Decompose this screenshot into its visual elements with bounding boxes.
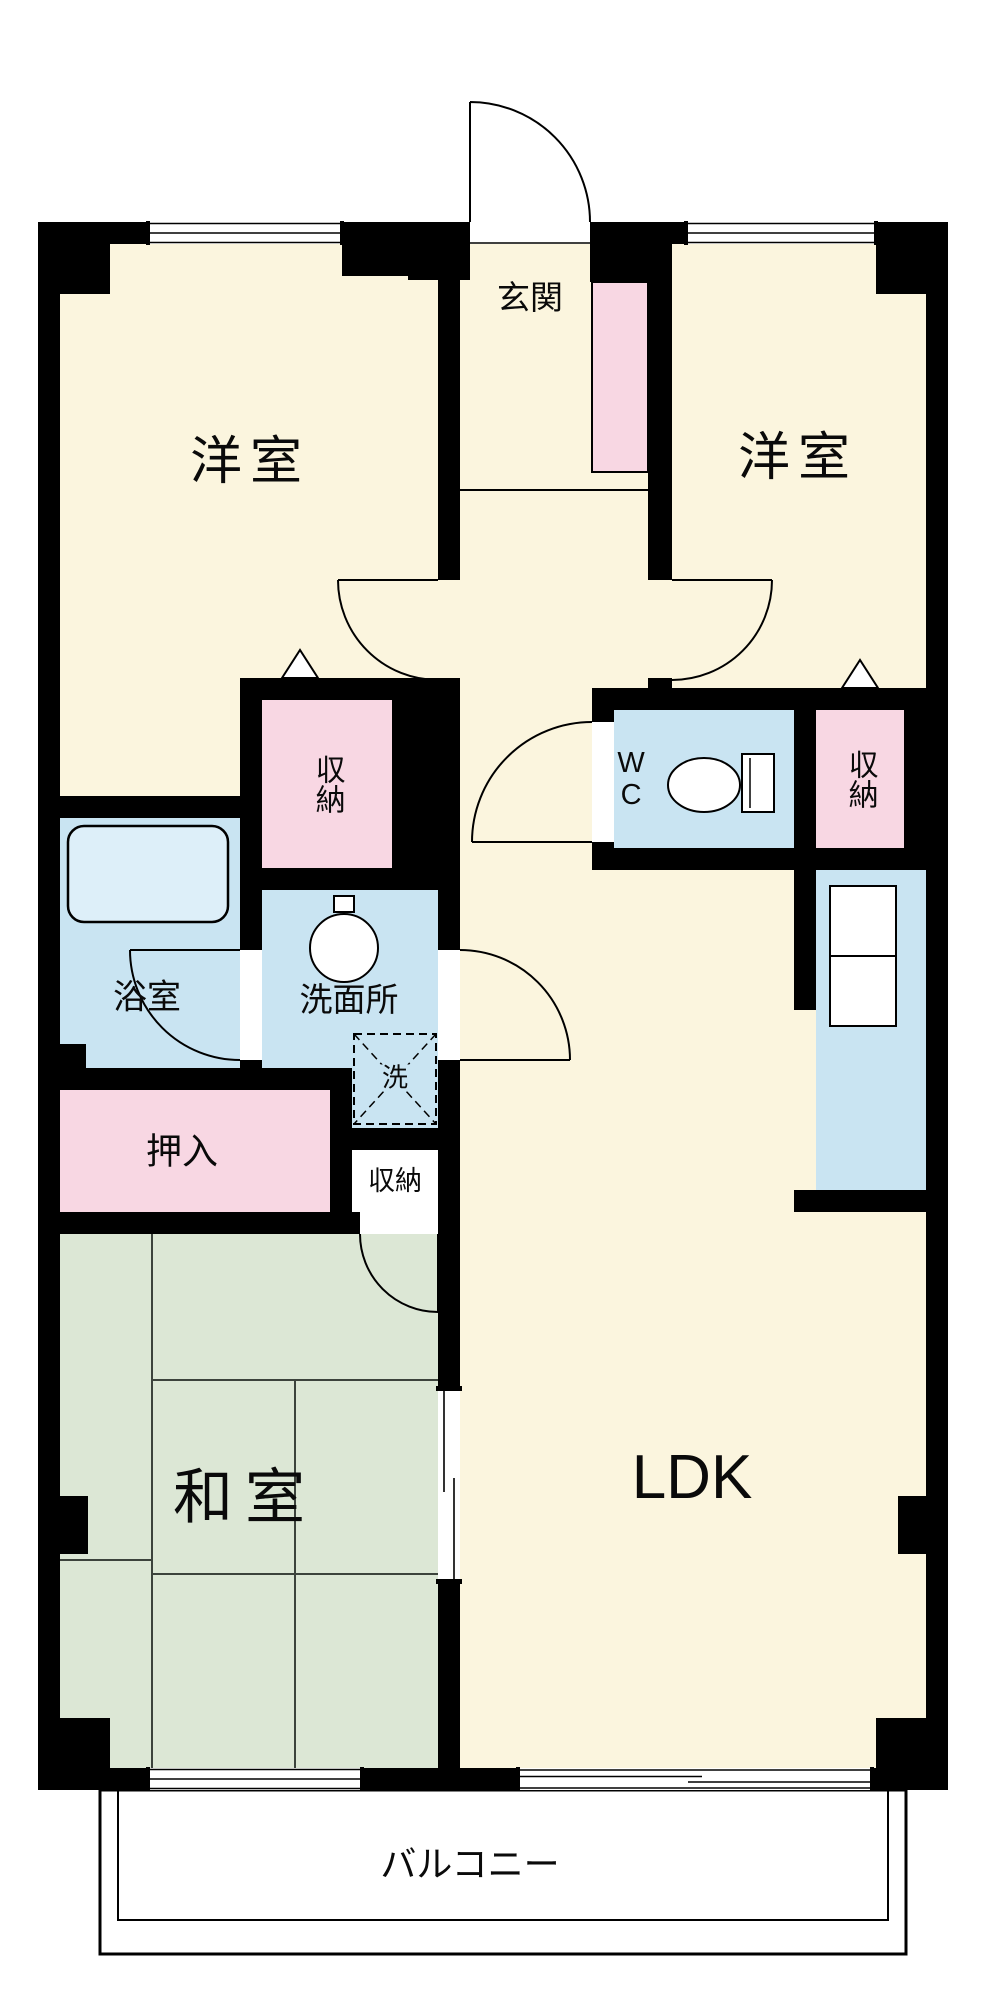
pillars bbox=[38, 222, 948, 1790]
door-arc-wc bbox=[471, 721, 593, 843]
window-top-right bbox=[684, 221, 878, 245]
door-arc-washitsu bbox=[359, 1233, 439, 1313]
room-shunou-right bbox=[816, 710, 904, 848]
wc-door-opening bbox=[592, 722, 614, 842]
fold-mark-shunou-left bbox=[280, 648, 320, 679]
balcony-sliding-door bbox=[516, 1767, 874, 1791]
label-yokushitsu: 浴室 bbox=[113, 978, 181, 1017]
sliding-door-washitsu-ldk bbox=[436, 1386, 462, 1584]
label-washitsu: 和室 bbox=[173, 1463, 317, 1531]
room-washitsu bbox=[60, 1234, 438, 1768]
fixtures bbox=[66, 753, 897, 1125]
door-arc-yokushitsu bbox=[129, 949, 241, 1061]
door-arcs bbox=[129, 101, 773, 1313]
shoe-cabinet bbox=[591, 281, 649, 473]
label-ldk: LDK bbox=[631, 1442, 753, 1512]
room-shunou-small bbox=[352, 1150, 438, 1212]
washroom-door-opening bbox=[438, 950, 460, 1060]
label-genkan: 玄関 bbox=[497, 278, 563, 316]
room-shunou-left bbox=[262, 700, 392, 868]
closet-door-marks bbox=[280, 648, 880, 689]
label-laundry: 洗 bbox=[378, 1064, 412, 1092]
label-yoshitsu-left: 洋室 bbox=[189, 432, 311, 491]
label-wc: WC bbox=[615, 747, 648, 811]
label-shunou-left: 収納 bbox=[310, 754, 344, 814]
washer-icon bbox=[353, 1033, 437, 1125]
bath-door-opening bbox=[240, 950, 262, 1060]
label-shunou-right: 収納 bbox=[843, 749, 877, 809]
sink-icon bbox=[309, 895, 379, 983]
wall-openings bbox=[146, 221, 878, 1791]
window-bottom-washitsu bbox=[146, 1767, 364, 1791]
kitchen-counter-icon bbox=[829, 885, 897, 1027]
interior-walls bbox=[38, 244, 926, 1768]
room-oshiire bbox=[60, 1090, 330, 1212]
label-oshiire: 押入 bbox=[145, 1130, 219, 1172]
balcony-outline bbox=[98, 1788, 908, 1956]
bathtub-icon bbox=[66, 824, 230, 924]
label-shunou-small: 収納 bbox=[368, 1165, 422, 1196]
entrance-opening bbox=[470, 222, 590, 244]
label-senmenjo: 洗面所 bbox=[299, 980, 399, 1018]
door-arc-senmenjo bbox=[459, 949, 571, 1061]
door-arc-yoshitsu-right bbox=[671, 579, 773, 681]
fold-mark-shunou-right bbox=[840, 658, 880, 689]
label-yoshitsu-right: 洋室 bbox=[737, 428, 859, 487]
label-balcony: バルコニー bbox=[380, 1843, 560, 1885]
washitsu-door-opening bbox=[360, 1212, 438, 1234]
tatami-lines bbox=[60, 1234, 438, 1768]
door-arc-yoshitsu-left bbox=[337, 579, 439, 681]
window-top-left bbox=[146, 221, 344, 245]
door-arc-entrance bbox=[469, 101, 591, 223]
toilet-icon bbox=[667, 753, 775, 813]
